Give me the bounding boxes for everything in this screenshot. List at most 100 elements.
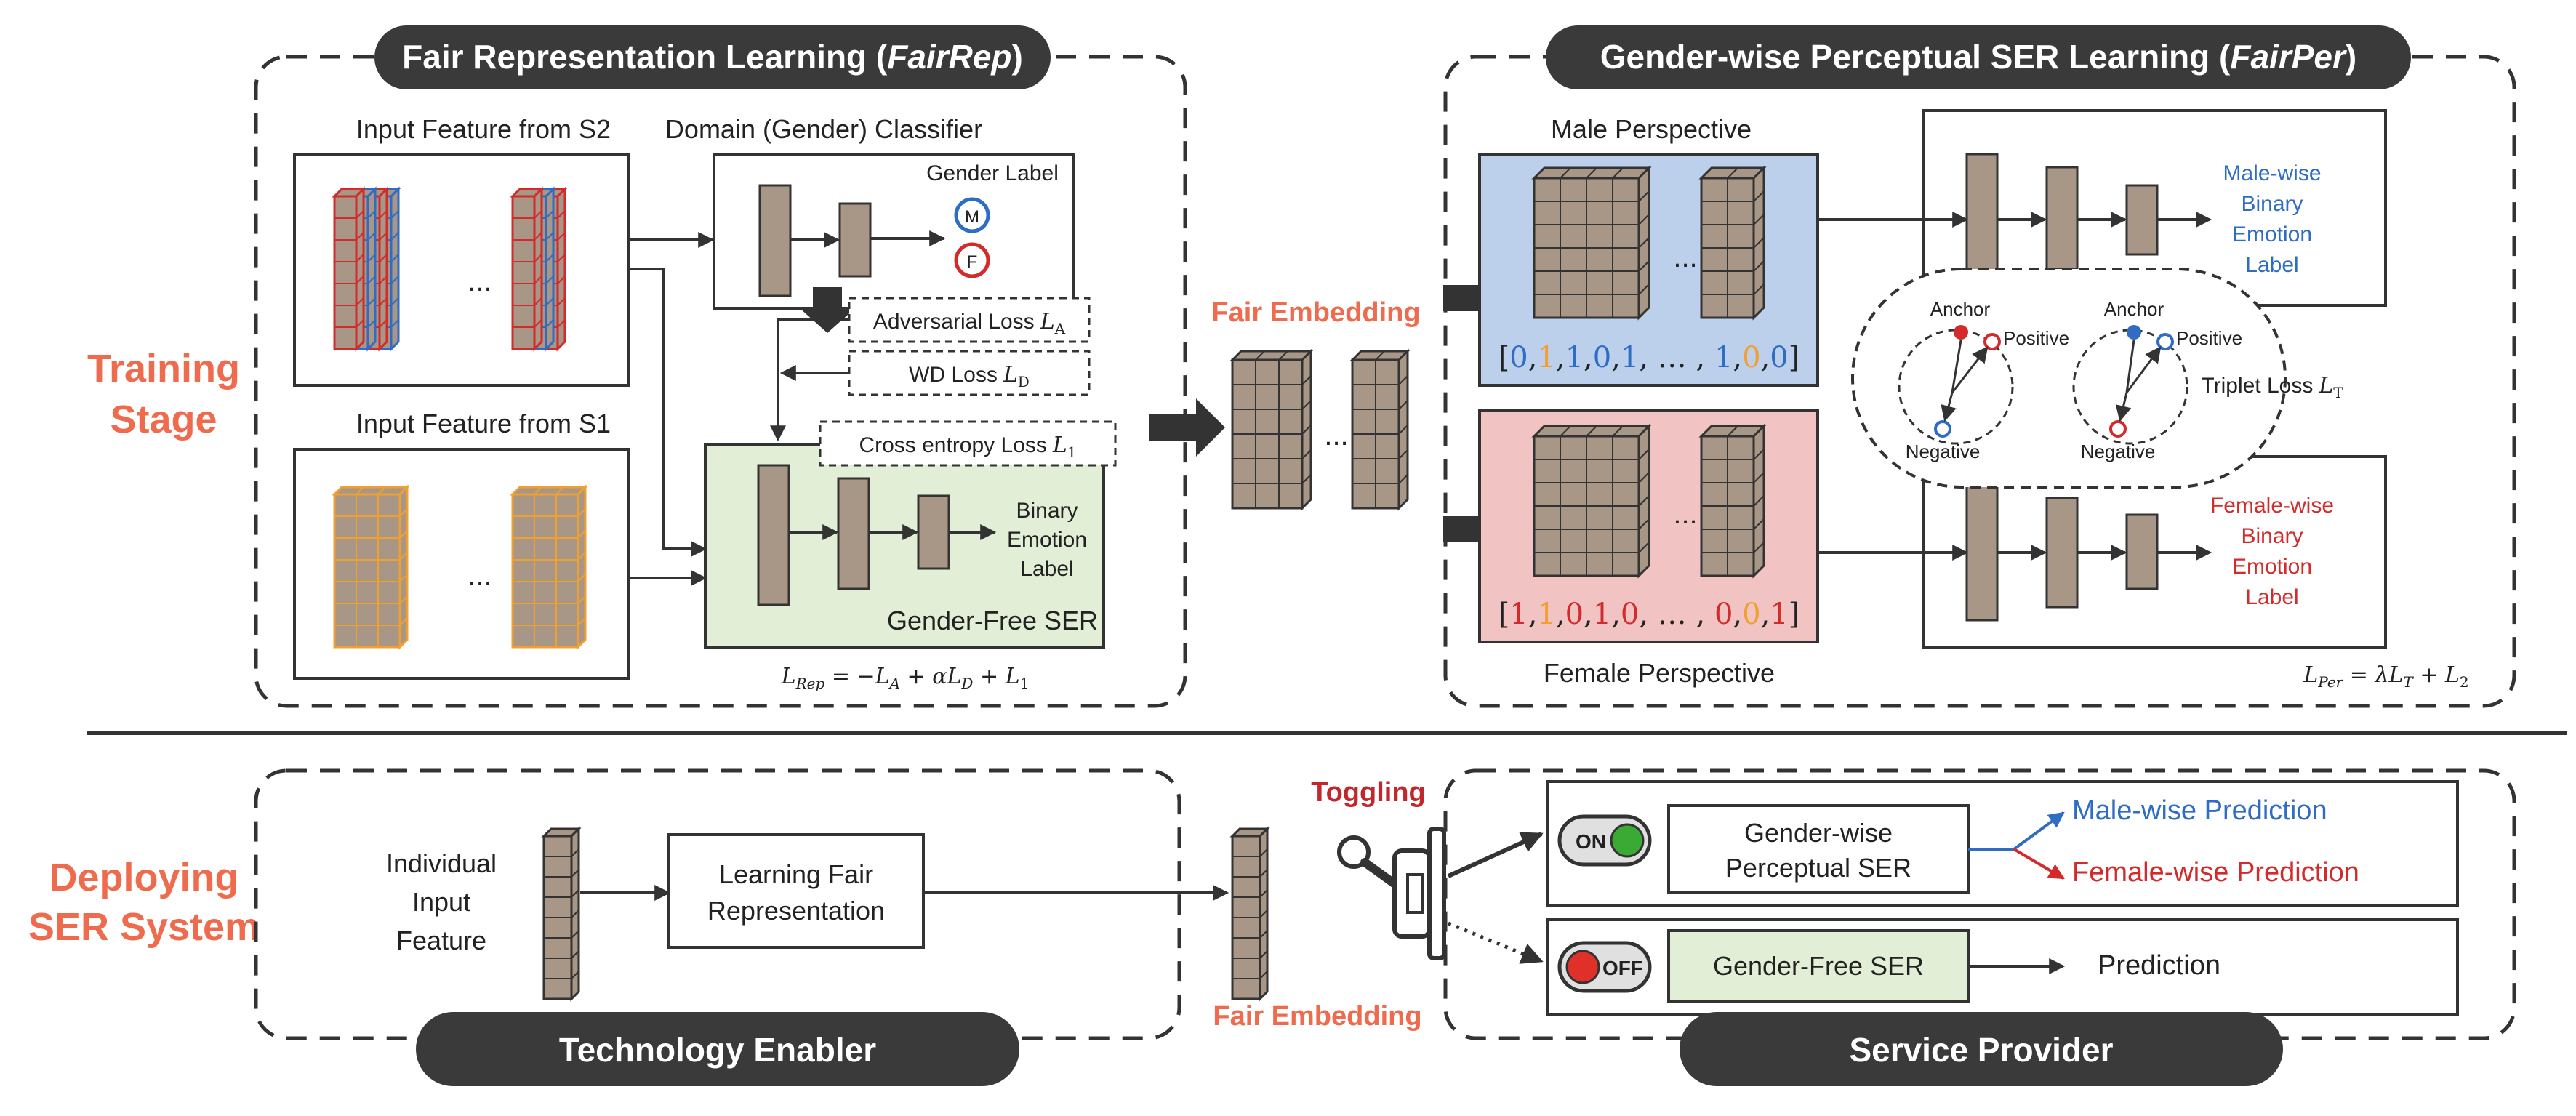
technology-enabler-region [254,768,1181,1040]
female-perspective-label: Female Perspective [1544,658,1775,688]
svg-text:Binary: Binary [1016,499,1078,523]
positive-point-right [2156,333,2174,350]
service-provider-title: Service Provider [1849,1031,2113,1069]
learning-fair-representation-box [667,833,925,949]
female-gender-badge [954,242,990,278]
vector-element: ] [1789,341,1800,374]
block-front-face [333,195,358,350]
female-ellipsis: ... [1673,498,1697,530]
vector-element: , [1611,598,1621,631]
adversarial-gradient-arrow [770,318,849,442]
toggle-on-arrow [1447,832,1544,878]
training-stage-label: Training Stage [87,347,240,441]
domain-classifier-label: Domain (Gender) Classifier [665,114,982,144]
input-s2-label: Input Feature from S2 [356,114,611,144]
male-wise-prediction: Male-wise Prediction [2072,795,2327,826]
vector-element: 0 [1714,598,1733,631]
female-badge-letter: F [967,252,978,272]
vector-element: 1 [1537,341,1555,374]
vector-element: , [1761,341,1770,374]
vector-element: , [1584,341,1593,374]
block-front-face [511,493,579,649]
svg-text:Label: Label [1020,557,1073,581]
fairper-title: Gender-wise Perceptual SER Learning (Fai… [1600,38,2356,76]
male-label-vector: [0,1,1,0,1, … , 1,0,0] [1498,341,1800,374]
feature-stack-s1-2 [510,484,588,650]
male-feature-stack-2 [1698,165,1767,321]
vector-element: , [1528,598,1538,631]
arrow-to-male-body [1443,285,1483,311]
male-gender-badge [954,197,990,233]
vector-element: 0 [1770,341,1788,374]
triplet-loss-capsule [1851,268,2287,489]
vector-element: , [1611,341,1621,374]
vector-element: 1 [1770,598,1788,631]
block-front-face [511,195,536,350]
fairrep-loss-formula: LRep = −LA + αLD + L1 [781,664,1030,692]
vector-element: 0 [1509,341,1528,374]
svg-text:Negative: Negative [1906,441,1981,462]
svg-text:Binary: Binary [2241,192,2303,216]
ser-layer-2 [837,477,870,590]
svg-text:Feature: Feature [396,926,486,955]
male-perspective-label: Male Perspective [1551,114,1752,144]
triplet-stem-left [1951,340,1962,393]
vector-element: , [1528,341,1538,374]
anchor-point-right [2127,325,2141,340]
vector-element: 0 [1621,598,1639,631]
adversarial-loss-box [848,297,1091,343]
svg-text:Emotion: Emotion [2232,555,2312,579]
triplet-stem-right [2125,340,2135,393]
on-indicator-dot [1610,823,1645,858]
male-wise-emotion-label: Male-wise Binary Emotion Label [2223,161,2321,277]
feature-stack-s2-2 [510,186,568,352]
training-label-line1: Training [87,347,240,390]
on-toggle-label: ON [1576,830,1606,853]
block-front-face [333,493,401,649]
fairrep-title: Fair Representation Learning (FairRep) [402,38,1023,76]
triplet-pull-left [1951,346,1989,393]
svg-text:Positive: Positive [2176,327,2242,349]
vector-element: , [1556,341,1565,374]
male-net-layer-3 [2125,184,2159,256]
vector-element: [ [1498,341,1510,374]
male-net-layer-1 [1965,153,1999,286]
deploy-fair-embedding-label: Fair Embedding [1213,1001,1421,1032]
svg-text:Negative: Negative [2081,441,2156,462]
triplet-push-right [2115,392,2132,422]
deploy-fair-embedding-column [1229,826,1270,1002]
gender-wise-line1: Gender-wise [1744,818,1893,848]
toggle-switch-icon[interactable] [1337,827,1446,960]
service-provider-pill [1680,1012,2283,1086]
fairper-loss-formula: LPer = λLT + L2 [2303,662,2468,691]
wd-loss-box [848,350,1091,396]
negative-point-left [1934,420,1951,438]
technology-enabler-pill [416,1012,1019,1086]
vector-element: , [1733,598,1742,631]
input-s2-ellipsis: ... [468,265,491,297]
binary-emotion-label: Binary Emotion Label [1007,499,1087,581]
vector-element: 0 [1742,598,1760,631]
learning-fair-line1: Learning Fair [719,859,873,889]
vector-element: 1 [1593,598,1611,631]
vector-element: , … , [1639,341,1714,374]
feature-stack-s2-1 [332,186,401,352]
male-net-layer-2 [2045,166,2079,270]
deploying-stage-label: Deploying SER System [28,856,260,949]
female-prediction-arrow [2013,848,2065,880]
vector-element: 0 [1565,598,1584,631]
positive-point-left [1983,333,2001,350]
female-wise-emotion-label: Female-wise Binary Emotion Label [2210,494,2334,609]
vector-element: 0 [1742,341,1760,374]
individual-feature-column [541,826,582,1002]
triplet-pull-right [2125,346,2162,393]
input-s1-ellipsis: ... [468,560,491,592]
svg-text:Emotion: Emotion [2232,222,2312,246]
svg-text:Anchor: Anchor [1930,298,1991,320]
ser-layer-3 [917,494,950,570]
female-label-vector: [1,1,0,1,0, … , 0,0,1] [1498,598,1800,631]
vector-element: , [1556,598,1565,631]
